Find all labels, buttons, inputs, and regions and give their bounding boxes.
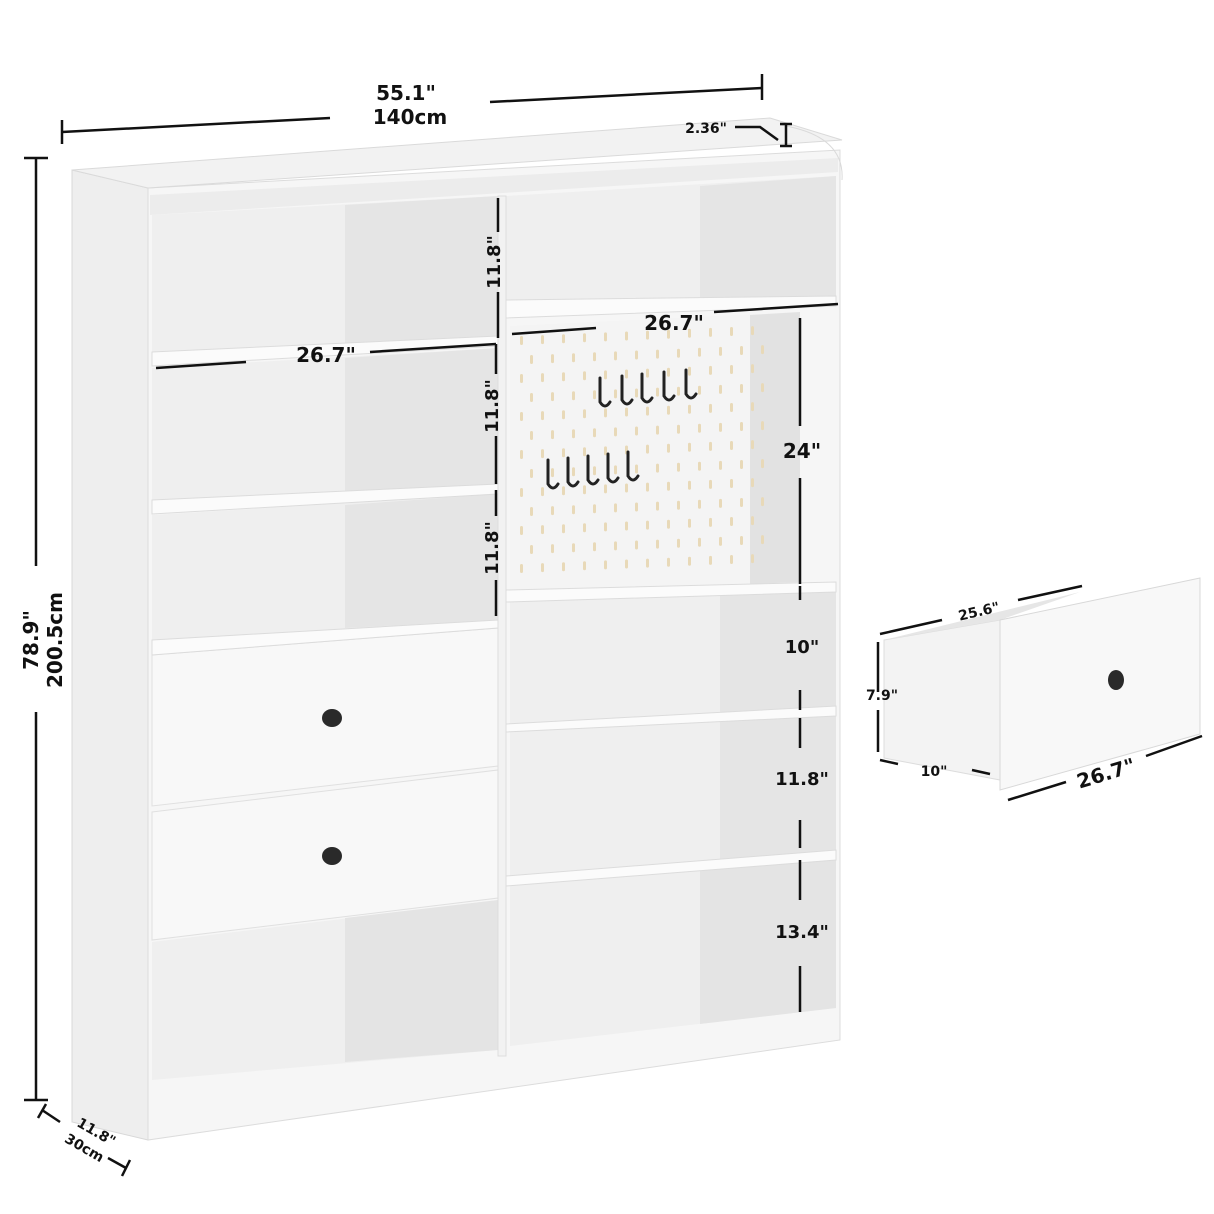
drawer-2-knob — [322, 847, 342, 865]
drawer-height: 7.9" — [866, 688, 898, 704]
left-shelf-width: 26.7" — [296, 343, 356, 367]
drawer-side-length: 10" — [921, 764, 948, 780]
drawer-side — [883, 619, 1001, 781]
dimension-labels: 55.1" 140cm 2.36" 78.9" 200.5cm 11.8" 30… — [19, 81, 829, 1166]
left-mid-cube-2-height: 11.8" — [482, 521, 503, 575]
overall-height-cm: 200.5cm — [43, 592, 67, 688]
overall-height-in: 78.9" — [19, 610, 43, 670]
drawer-1-knob — [322, 709, 342, 727]
right-cube-2-height: 11.8" — [775, 769, 829, 790]
overall-width-cm: 140cm — [373, 105, 447, 129]
overall-width-in: 55.1" — [376, 81, 436, 105]
hooks-lower — [546, 450, 640, 490]
top-lip — [71, 117, 843, 189]
right-cube-3-height: 13.4" — [775, 922, 829, 943]
drawer-front-panel — [999, 577, 1201, 791]
pegboard — [510, 312, 800, 590]
pegboard-height: 24" — [783, 439, 821, 463]
left-side-panel — [71, 169, 149, 1141]
top-lip-height: 2.36" — [685, 121, 727, 137]
drawer-knob — [1108, 670, 1124, 690]
bookshelf — [71, 117, 843, 1141]
right-cube-1-height: 10" — [785, 637, 819, 658]
drawer-detail: 25.6" 7.9" 10" 26.7" — [866, 577, 1203, 802]
right-shelf-width: 26.7" — [644, 311, 704, 335]
left-top-cube-height: 11.8" — [484, 235, 505, 289]
dimension-lines — [24, 74, 839, 1177]
left-mid-cube-1-height: 11.8" — [482, 379, 503, 433]
hooks-upper — [598, 368, 698, 408]
pegboard-holes — [520, 326, 764, 573]
